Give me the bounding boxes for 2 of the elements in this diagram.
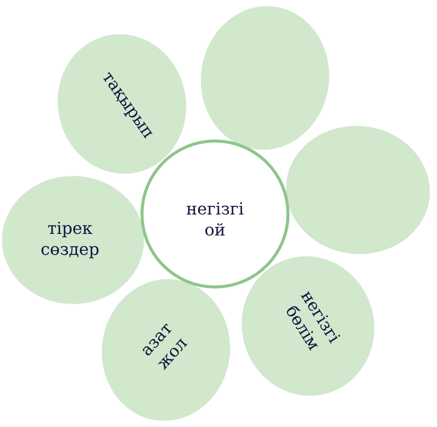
petal-ellipse bbox=[286, 126, 430, 254]
petal-ellipse bbox=[200, 6, 330, 150]
